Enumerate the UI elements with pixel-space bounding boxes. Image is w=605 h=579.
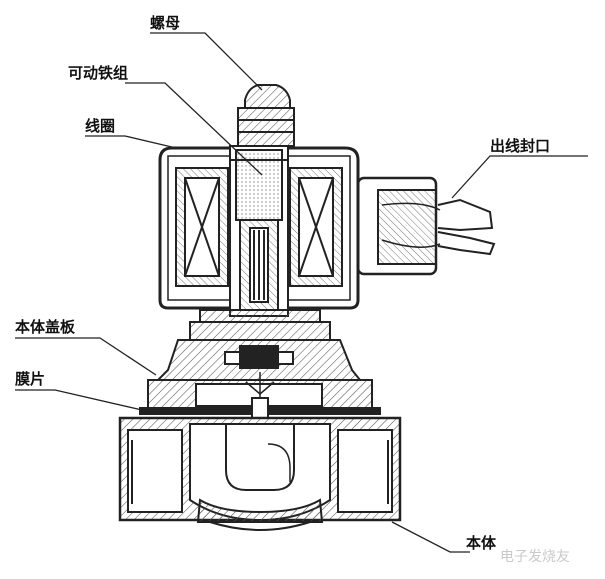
label-nut: 螺母 — [150, 14, 181, 32]
valve-body-part — [118, 416, 402, 531]
leader-diaphragm — [15, 389, 143, 411]
label-coil: 线圈 — [85, 117, 116, 135]
coil-housing — [158, 146, 360, 310]
label-movable-core: 可动铁组 — [68, 64, 129, 82]
label-cable-seal: 出线封口 — [490, 137, 551, 155]
leader-body-cover — [15, 337, 157, 376]
leader-nut — [150, 32, 263, 91]
body-cover-part — [147, 309, 373, 411]
leader-movable-core — [125, 82, 263, 176]
leader-coil — [85, 135, 177, 149]
leader-lines — [15, 32, 588, 553]
label-diaphragm: 膜片 — [15, 370, 46, 388]
nut-part — [237, 84, 295, 147]
label-valve-body: 本体 — [466, 534, 497, 552]
cable-outlet — [356, 176, 496, 276]
core-tube — [229, 145, 289, 317]
watermark: 电子发烧友 — [500, 549, 570, 565]
leader-valve-body — [391, 521, 470, 553]
leader-cable-seal — [451, 155, 588, 199]
label-body-cover: 本体盖板 — [15, 318, 76, 336]
